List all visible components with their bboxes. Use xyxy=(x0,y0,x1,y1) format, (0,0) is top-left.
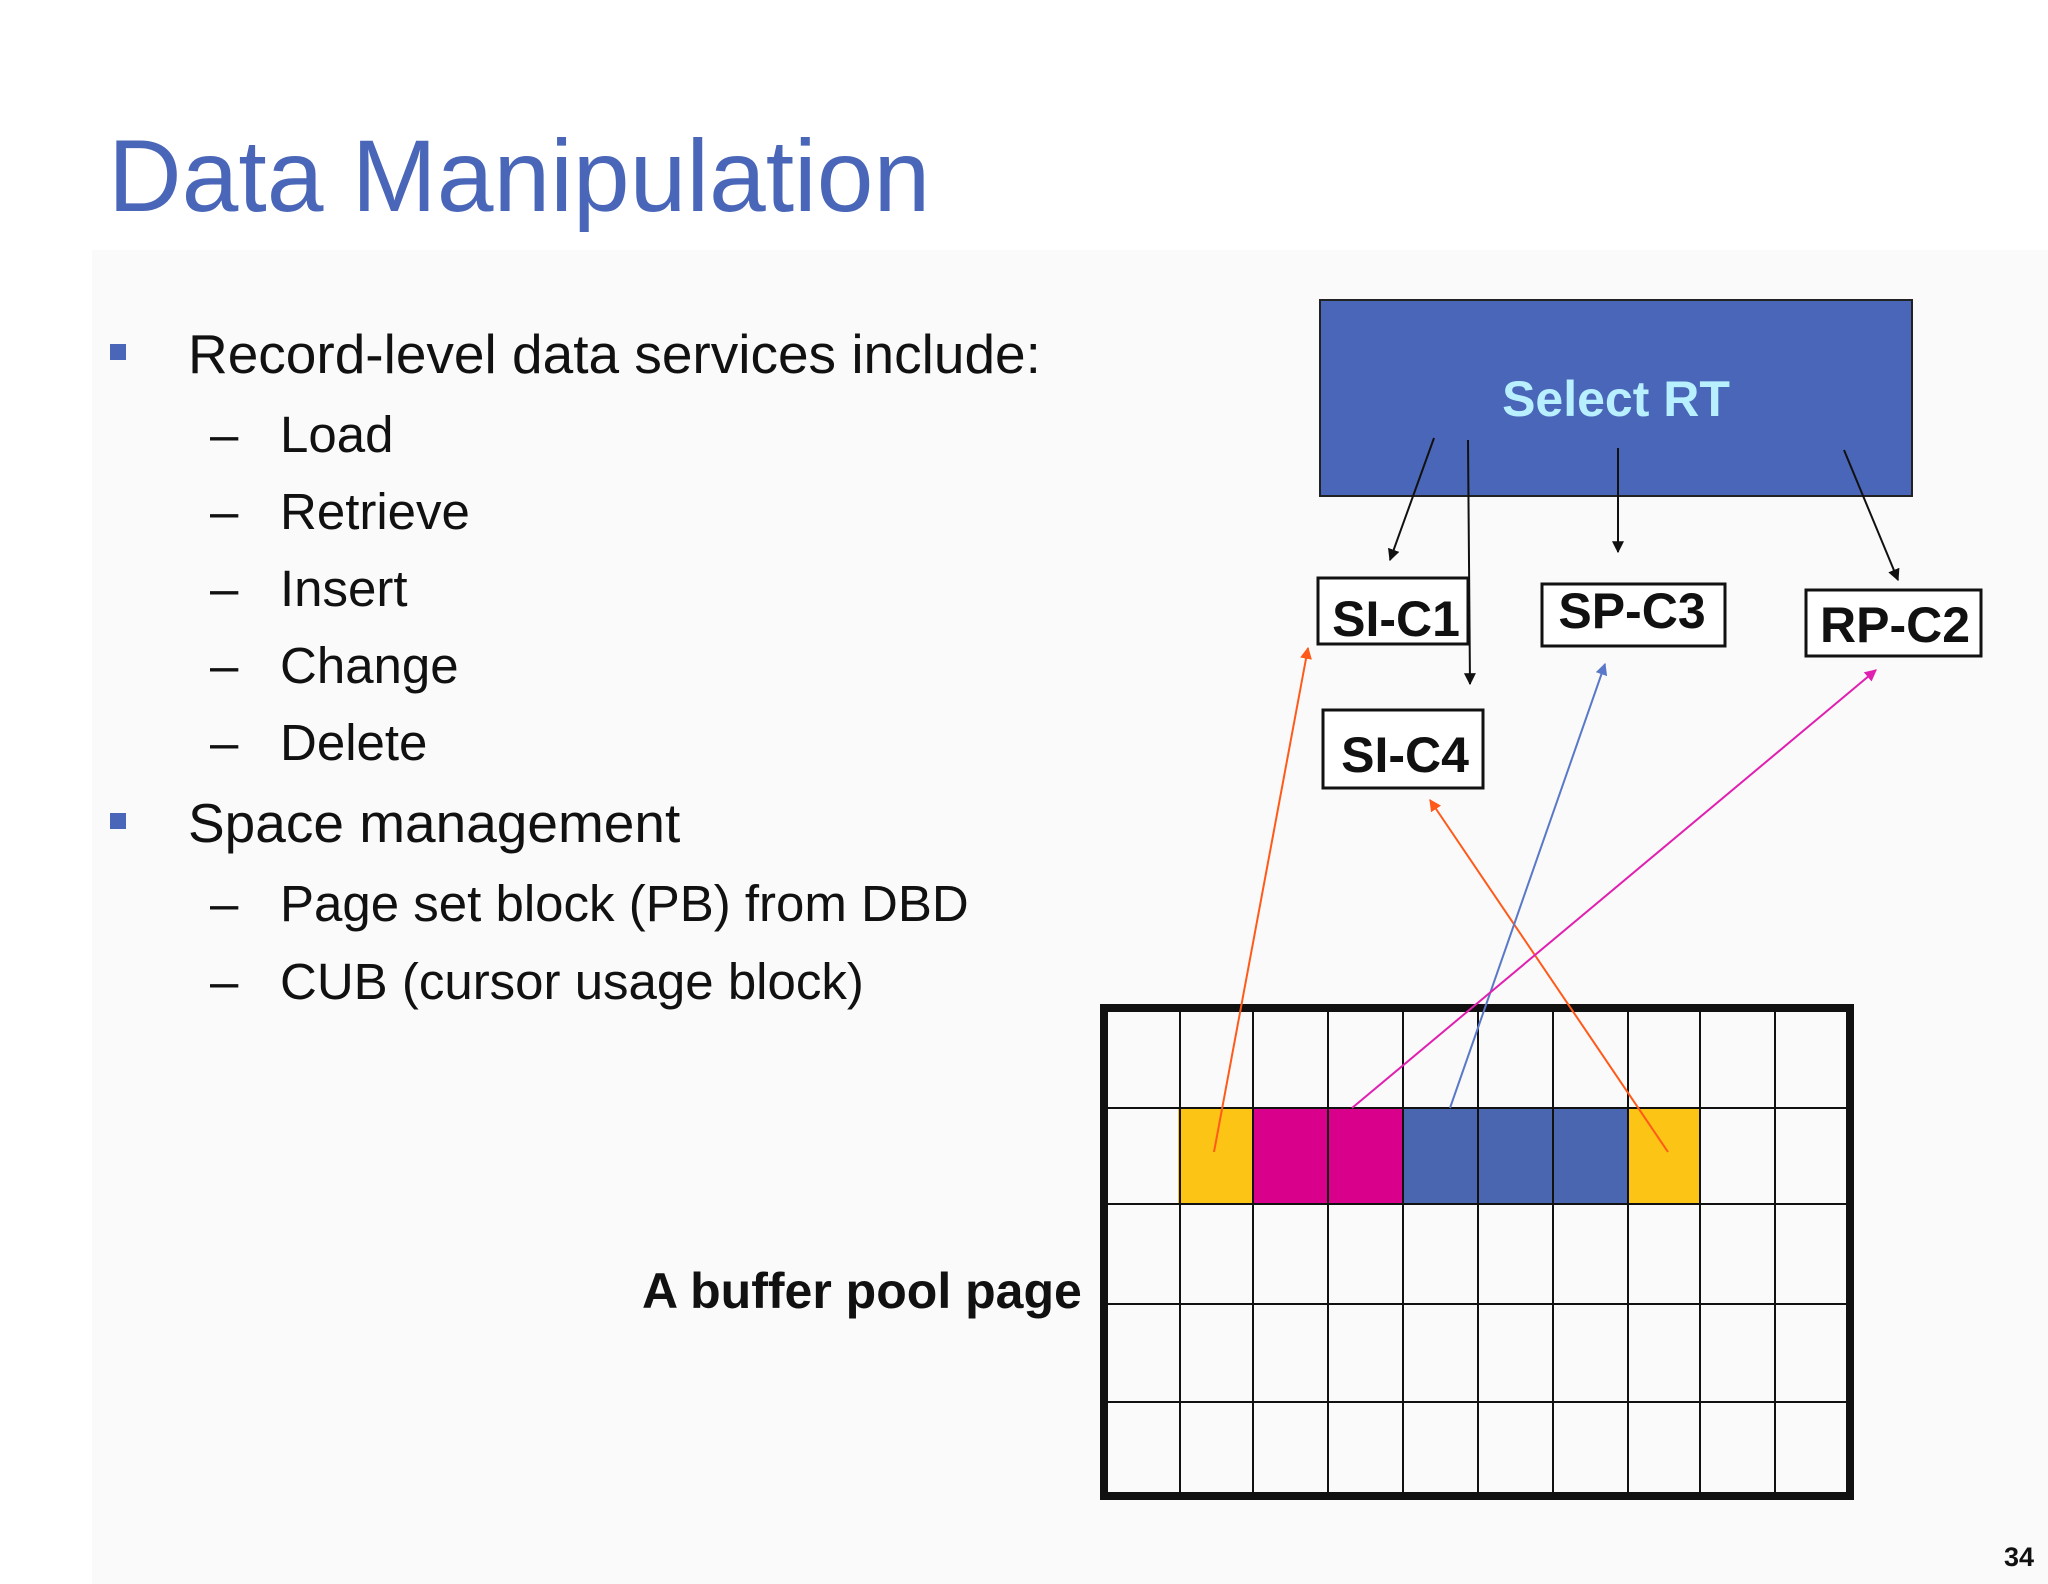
list-item-text: Insert xyxy=(280,560,408,617)
arrow-root-to-rp-c2 xyxy=(1843,449,1900,582)
grid-border xyxy=(1100,1004,1854,1500)
list-item: –Load xyxy=(110,396,1050,473)
list-item: –Change xyxy=(110,627,1050,704)
list-item-text: Retrieve xyxy=(280,483,470,540)
cell-yellow xyxy=(1628,1108,1700,1204)
dash-icon: – xyxy=(210,714,239,771)
bullet-record-level: Record-level data services include: xyxy=(110,318,1050,390)
dash-icon: – xyxy=(210,483,239,540)
select-rt-box xyxy=(1319,299,1913,497)
dash-icon: – xyxy=(210,875,239,932)
arrow-root-to-si-c4 xyxy=(1463,439,1476,686)
dash-icon: – xyxy=(210,406,239,463)
node-si-c1: SI-C1 xyxy=(1316,576,1470,647)
list-item-text: Change xyxy=(280,637,459,694)
list-item: –Insert xyxy=(110,550,1050,627)
arrow-magenta-to-rp-c2 xyxy=(1351,669,1877,1109)
list-item-text: CUB (cursor usage block) xyxy=(280,953,864,1010)
arrow-blue-to-sp-c3 xyxy=(1449,662,1608,1109)
list-item: –Retrieve xyxy=(110,473,1050,550)
dash-icon: – xyxy=(210,560,239,617)
cell-yellow xyxy=(1178,1108,1253,1204)
page-number: 34 xyxy=(2004,1542,2035,1572)
list-item: –CUB (cursor usage block) xyxy=(110,943,1050,1021)
list-item: –Page set block (PB) from DBD xyxy=(110,865,1050,943)
node-label: SI-C4 xyxy=(1341,727,1469,783)
node-label: SP-C3 xyxy=(1558,583,1705,639)
list-item-text: Load xyxy=(280,406,394,463)
bullet-text: Record-level data services include: xyxy=(188,323,1041,385)
square-bullet-icon xyxy=(110,344,126,360)
sub-list-services: –Load –Retrieve –Insert –Change –Delete xyxy=(110,396,1050,781)
node-sp-c3: SP-C3 xyxy=(1540,582,1727,648)
node-label: SI-C1 xyxy=(1332,591,1460,647)
bullet-space-management: Space management xyxy=(110,787,1050,859)
arrow-yellow-to-si-c4 xyxy=(1429,799,1669,1153)
node-si-c4: SI-C4 xyxy=(1321,708,1485,790)
list-item-text: Delete xyxy=(280,714,428,771)
sub-list-space: –Page set block (PB) from DBD –CUB (curs… xyxy=(110,865,1050,1021)
list-item: –Delete xyxy=(110,704,1050,781)
bullet-list: Record-level data services include: –Loa… xyxy=(110,318,1050,1021)
dash-icon: – xyxy=(210,637,239,694)
arrow-yellow-to-si-c1 xyxy=(1213,646,1312,1153)
node-rp-c2: RP-C2 xyxy=(1804,588,1983,658)
node-label: RP-C2 xyxy=(1820,597,1970,653)
arrow-root-to-si-c1 xyxy=(1388,437,1435,562)
square-bullet-icon xyxy=(110,813,126,829)
select-rt-label: Select RT xyxy=(1502,371,1730,427)
slide-title: Data Manipulation xyxy=(108,119,931,233)
cell-blue xyxy=(1403,1108,1628,1204)
buffer-pool-caption: A buffer pool page xyxy=(642,1263,1082,1319)
buffer-pool-grid xyxy=(1100,1004,1854,1500)
bullet-text: Space management xyxy=(188,792,681,854)
dash-icon: – xyxy=(210,953,239,1010)
list-item-text: Page set block (PB) from DBD xyxy=(280,875,969,932)
